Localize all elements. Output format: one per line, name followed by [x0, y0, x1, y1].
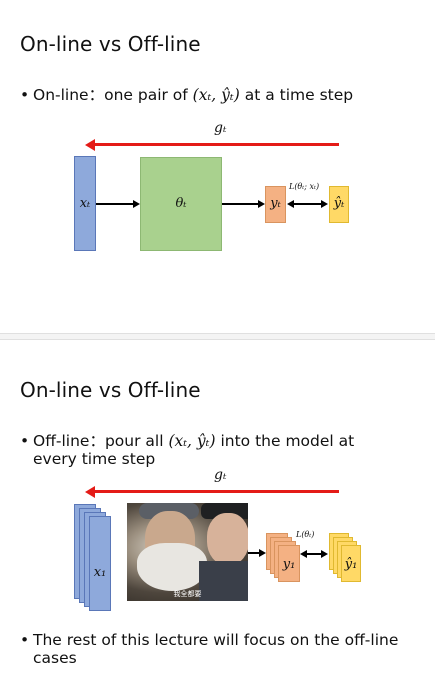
- bullet-online: •On-line：one pair of (xₜ, ŷₜ) at a time …: [20, 86, 353, 104]
- loss-arrow: [293, 203, 322, 205]
- slide-separator: [0, 333, 435, 340]
- slide-offline: On-line vs Off-line •Off-line：pour all (…: [0, 340, 435, 679]
- arrow-input-model: [96, 203, 134, 205]
- bullet-dot: •: [20, 631, 30, 649]
- loss-label: L(θₜ): [296, 530, 315, 539]
- input-label: xₜ: [79, 196, 91, 211]
- loss-arrow: [306, 553, 322, 555]
- model-meme-image: 我全都要: [127, 503, 248, 601]
- loss-arrowhead-left: [287, 200, 294, 208]
- target-label: ŷₜ: [333, 196, 345, 211]
- bullet-text-line2: cases: [33, 649, 77, 667]
- input-box: [74, 156, 96, 251]
- bullet-text-suffix: into the model at: [215, 432, 355, 450]
- loss-arrowhead-left: [300, 550, 307, 558]
- bullet-text-prefix: Off-line：pour all: [33, 432, 169, 450]
- arrow-model-output: [248, 552, 260, 554]
- target-box: [329, 186, 349, 223]
- gradient-arrow: [94, 490, 339, 493]
- output-box-stack-4: [278, 545, 300, 582]
- input-box-stack-4: [89, 516, 111, 611]
- slide-title: On-line vs Off-line: [20, 32, 201, 56]
- bullet-math: (xₜ, ŷₜ): [192, 86, 240, 104]
- arrow-model-output: [222, 203, 259, 205]
- target-box-stack-4: [341, 545, 361, 582]
- bullet-dot: •: [20, 432, 30, 450]
- arrowhead-model-output: [259, 549, 266, 557]
- loss-arrowhead-right: [321, 550, 328, 558]
- figure-right-face: [207, 513, 248, 565]
- slide-title: On-line vs Off-line: [20, 378, 201, 402]
- photo-subtitle: 我全都要: [173, 590, 202, 598]
- output-label: yₜ: [270, 196, 281, 211]
- loss-arrowhead-right: [321, 200, 328, 208]
- bullet-text-prefix: On-line：one pair of: [33, 86, 193, 104]
- bullet-text-line1: The rest of this lecture will focus on t…: [33, 631, 399, 649]
- gradient-arrowhead: [85, 139, 95, 151]
- output-label: y₁: [282, 557, 296, 572]
- gradient-label: gₜ: [214, 467, 227, 483]
- model-label: θₜ: [175, 196, 187, 211]
- bullet-text-suffix: at a time step: [239, 86, 354, 104]
- arrowhead-input-model: [133, 200, 140, 208]
- gradient-arrow: [94, 143, 339, 146]
- bullet-dot: •: [20, 86, 30, 104]
- figure-left-beard: [137, 543, 207, 591]
- gradient-arrowhead: [85, 486, 95, 498]
- bullet-math: (xₜ, ŷₜ): [168, 432, 216, 450]
- loss-label: L(θₜ; xₜ): [289, 182, 320, 191]
- gradient-label: gₜ: [214, 120, 227, 136]
- output-box: [265, 186, 286, 223]
- arrowhead-model-output: [258, 200, 265, 208]
- input-label: x₁: [93, 565, 107, 580]
- bullet-text-line2: every time step: [33, 450, 156, 468]
- model-box: [140, 157, 222, 251]
- bullet-rest: •The rest of this lecture will focus on …: [20, 631, 398, 667]
- slide-online: On-line vs Off-line •On-line：one pair of…: [0, 0, 435, 333]
- figure-right-body: [199, 561, 248, 601]
- bullet-offline: •Off-line：pour all (xₜ, ŷₜ) into the mod…: [20, 432, 354, 468]
- target-label: ŷ₁: [344, 557, 358, 572]
